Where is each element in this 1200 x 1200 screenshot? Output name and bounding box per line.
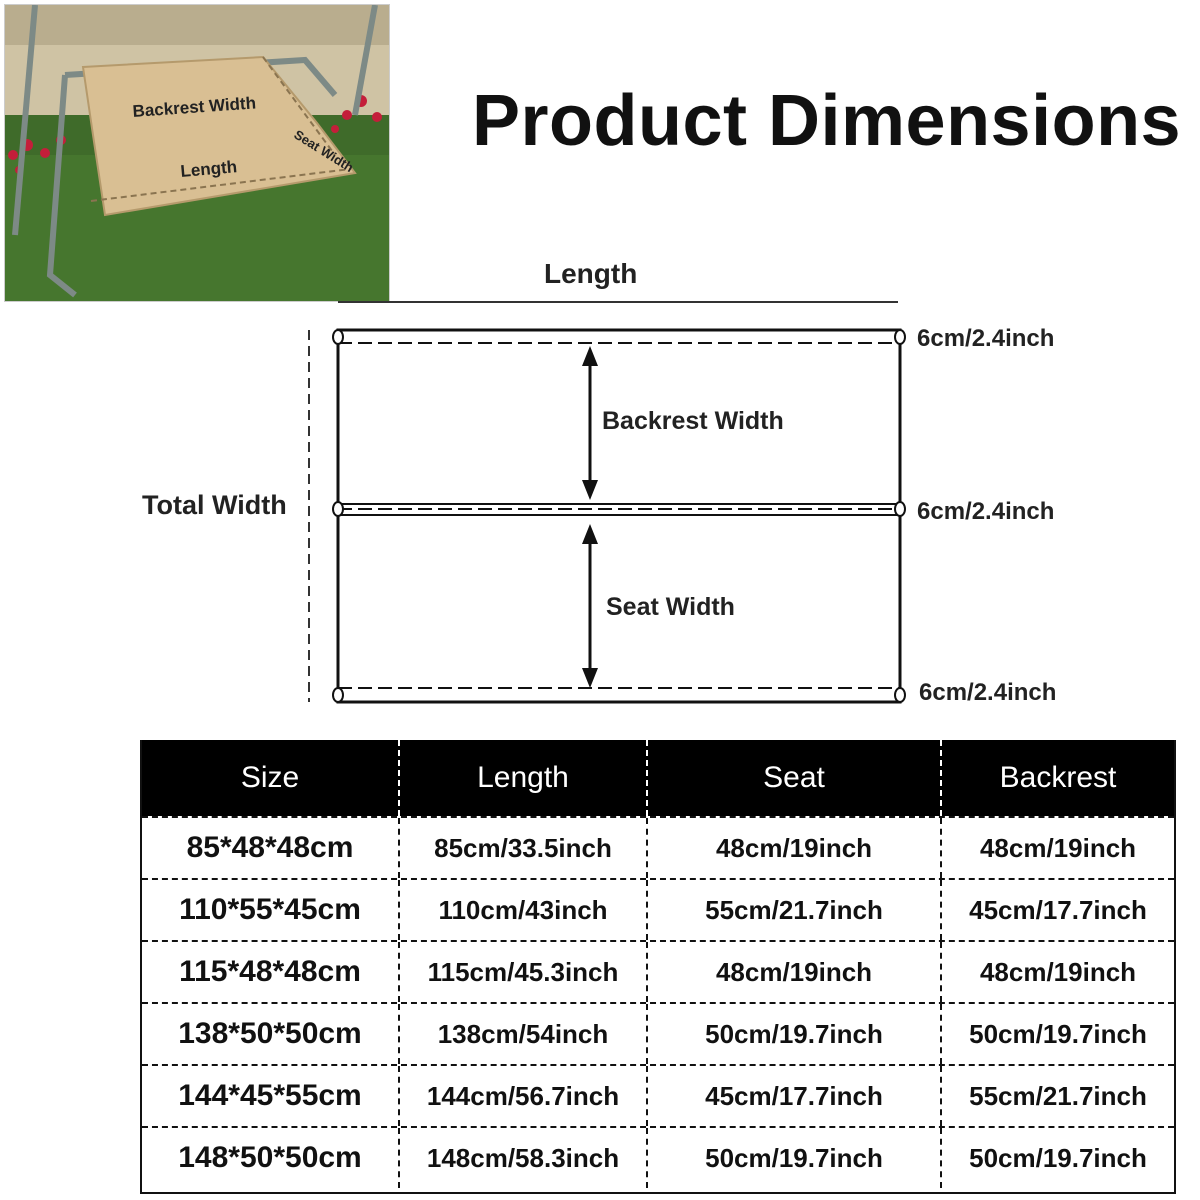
- cell-seat: 50cm/19.7inch: [648, 1128, 942, 1188]
- tube-middle: [332, 501, 906, 517]
- tube-top: [332, 329, 906, 345]
- product-photo: Backrest Width Length Seat Width: [4, 4, 390, 302]
- table-row: 148*50*50cm 148cm/58.3inch 50cm/19.7inch…: [142, 1126, 1174, 1188]
- table-row: 85*48*48cm 85cm/33.5inch 48cm/19inch 48c…: [142, 816, 1174, 878]
- diagram-total-width-label: Total Width: [142, 490, 287, 520]
- cell-seat: 55cm/21.7inch: [648, 880, 942, 940]
- cell-size: 115*48*48cm: [142, 942, 400, 1002]
- cell-backrest: 45cm/17.7inch: [969, 894, 1147, 925]
- photo-length-label: Length: [180, 157, 238, 181]
- backrest-width-arrow: [582, 346, 598, 500]
- diagram-backrest-label: Backrest Width: [602, 407, 784, 435]
- cell-length: 148cm/58.3inch: [400, 1128, 648, 1188]
- table-header: Size Length Seat Backrest: [142, 740, 1174, 816]
- cell-size: 85*48*48cm: [142, 818, 400, 878]
- cell-size: 144*45*55cm: [142, 1066, 400, 1126]
- cell-seat: 48cm/19inch: [648, 818, 942, 878]
- cell-backrest: 50cm/19.7inch: [969, 1018, 1147, 1049]
- table-row: 144*45*55cm 144cm/56.7inch 45cm/17.7inch…: [142, 1064, 1174, 1126]
- dimension-diagram: [308, 301, 906, 704]
- cell-size: 110*55*45cm: [142, 880, 400, 940]
- cell-size: 148*50*50cm: [142, 1128, 400, 1188]
- cell-backrest: 50cm/19.7inch: [969, 1142, 1147, 1173]
- cell-length: 115cm/45.3inch: [400, 942, 648, 1002]
- tube-measure-middle: 6cm/2.4inch: [917, 498, 1055, 525]
- cell-length: 144cm/56.7inch: [400, 1066, 648, 1126]
- cell-seat: 50cm/19.7inch: [648, 1004, 942, 1064]
- tube-measure-top: 6cm/2.4inch: [917, 325, 1055, 352]
- cell-length: 85cm/33.5inch: [400, 818, 648, 878]
- table-row: 110*55*45cm 110cm/43inch 55cm/21.7inch 4…: [142, 878, 1174, 940]
- cell-length: 138cm/54inch: [400, 1004, 648, 1064]
- cell-backrest: 48cm/19inch: [979, 832, 1137, 863]
- cell-size: 138*50*50cm: [142, 1004, 400, 1064]
- header-size: Size: [142, 740, 400, 816]
- table-row: 138*50*50cm 138cm/54inch 50cm/19.7inch 5…: [142, 1002, 1174, 1064]
- size-table: Size Length Seat Backrest 85*48*48cm 85c…: [140, 740, 1176, 1194]
- diagram-seat-label: Seat Width: [606, 593, 735, 621]
- seat-width-arrow: [582, 524, 598, 688]
- tube-measure-bottom: 6cm/2.4inch: [919, 679, 1057, 706]
- tube-bottom: [332, 687, 906, 703]
- cell-backrest: 55cm/21.7inch: [969, 1080, 1147, 1111]
- table-row: 115*48*48cm 115cm/45.3inch 48cm/19inch 4…: [142, 940, 1174, 1002]
- header-length: Length: [400, 740, 648, 816]
- header-seat: Seat: [648, 740, 942, 816]
- cell-backrest: 48cm/19inch: [979, 956, 1137, 987]
- cell-length: 110cm/43inch: [400, 880, 648, 940]
- header-backrest: Backrest: [999, 761, 1117, 794]
- diagram-length-label: Length: [544, 258, 638, 289]
- cell-seat: 45cm/17.7inch: [648, 1066, 942, 1126]
- page-title: Product Dimensions: [472, 81, 1182, 161]
- cell-seat: 48cm/19inch: [648, 942, 942, 1002]
